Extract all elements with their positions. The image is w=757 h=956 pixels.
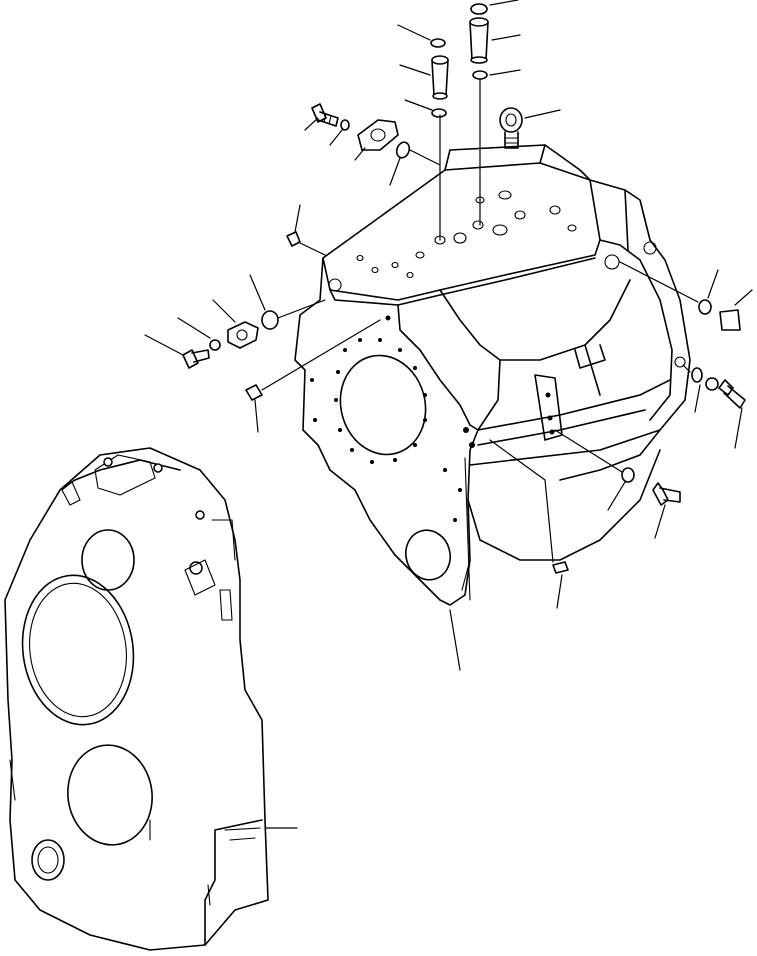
eye-bolt	[499, 107, 523, 149]
front-cover	[4, 447, 269, 951]
bolt	[182, 103, 746, 506]
top-plate-holes	[328, 190, 686, 368]
washer	[209, 119, 719, 483]
front-face-bolt-holes	[310, 315, 555, 522]
leader-lines	[144, 0, 753, 829]
transmission-case	[294, 144, 691, 606]
pipe	[469, 17, 489, 64]
pipe	[431, 55, 449, 100]
flange	[227, 119, 399, 349]
grease-fitting	[245, 231, 569, 574]
